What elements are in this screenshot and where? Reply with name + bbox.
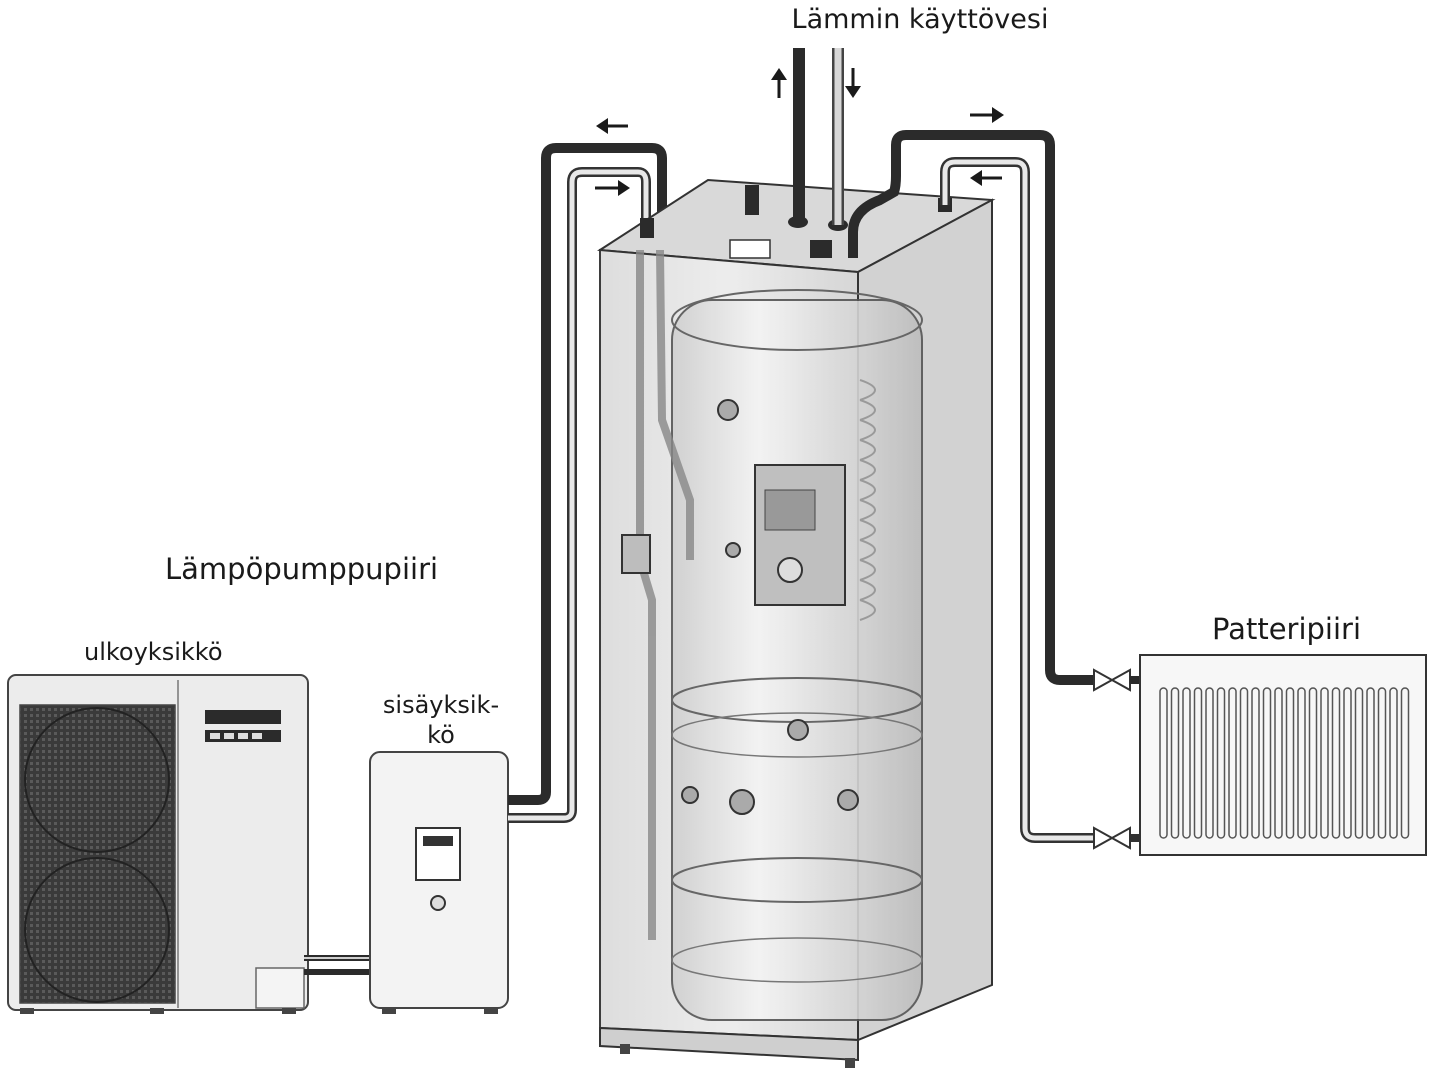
hot-water-label: Lämmin käyttövesi [791,4,1049,35]
radiator [1139,654,1427,856]
radiator-fin [1343,687,1352,839]
radiator-fin [1193,687,1203,839]
radiator-circuit-pipes [848,130,1142,850]
radiator-fin [1320,687,1329,839]
radiator-fin [1262,687,1272,839]
radiator-fin [1377,687,1387,839]
arrow-left-icon [970,170,1002,186]
heat-pump-circuit-pipes [508,143,667,823]
indoor-unit-label-line1: sisäyksik- [382,691,500,719]
radiator-fin [1331,687,1341,839]
radiator-fin [1216,687,1226,839]
arrow-right-icon [970,107,1004,123]
radiator-fin [1366,687,1375,839]
radiator-fin [1239,687,1249,839]
radiator-fin [1228,687,1237,839]
outdoor-unit-label: ulkoyksikkö [84,638,223,666]
radiator-fin [1285,687,1295,839]
indoor-unit-label-line2: kö [427,721,455,749]
arrow-up-icon [771,68,787,98]
radiator-fin [1251,687,1260,839]
radiator-fin [1400,687,1410,839]
tank-unit [597,178,996,1068]
radiator-fin [1170,687,1180,839]
indoor-unit-label: sisäyksik- kö [376,690,506,750]
radiator-fin [1297,687,1306,839]
radiator-fin [1308,687,1318,839]
outdoor-unit [7,674,309,1014]
refrigerant-pipes [304,955,372,975]
arrow-left-icon [596,118,628,134]
hot-water-pipes [793,48,844,225]
radiator-fin [1389,687,1398,839]
radiator-fin [1159,687,1168,839]
radiator-fin [1354,687,1364,839]
heat-pump-circuit-label: Lämpöpumppupiiri [165,552,439,586]
radiator-fin [1182,687,1191,839]
arrow-right-icon [595,180,630,196]
radiator-fin [1274,687,1283,839]
radiator-circuit-label: Patteripiiri [1212,612,1362,646]
indoor-unit [369,751,509,1014]
radiator-fin [1205,687,1214,839]
arrow-down-icon [845,68,861,98]
flow-arrows [595,68,1004,196]
